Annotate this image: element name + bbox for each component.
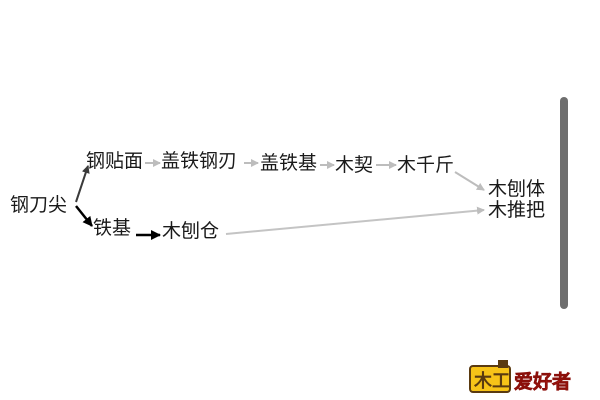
- node-upper-1: 钢贴面: [86, 150, 144, 172]
- edge-upper-5-to-result: [454, 171, 485, 191]
- node-upper-2: 盖铁钢刃: [161, 150, 238, 172]
- logo-wordmark: 爱好者: [512, 368, 590, 393]
- node-upper-5: 木千斤: [397, 154, 455, 176]
- edge-root-to-lower-1: [75, 205, 93, 227]
- node-root: 钢刀尖: [10, 194, 68, 216]
- node-result-1: 木刨体: [488, 178, 546, 200]
- logo-mark-icon: 木工: [469, 360, 511, 393]
- node-upper-4: 木契: [335, 154, 374, 176]
- assembly-bar: [560, 97, 568, 309]
- edge-lower-2-to-result: [225, 206, 485, 235]
- node-result-2: 木推把: [488, 199, 546, 221]
- node-upper-3: 盖铁基: [260, 152, 318, 174]
- node-lower-2: 木刨仓: [162, 220, 220, 242]
- svg-text:木工: 木工: [473, 370, 510, 392]
- watermark-logo: 木工 爱好者: [468, 360, 592, 396]
- node-lower-1: 铁基: [93, 217, 132, 239]
- svg-text:爱好者: 爱好者: [514, 370, 571, 393]
- edge-root-to-upper-1: [75, 165, 90, 203]
